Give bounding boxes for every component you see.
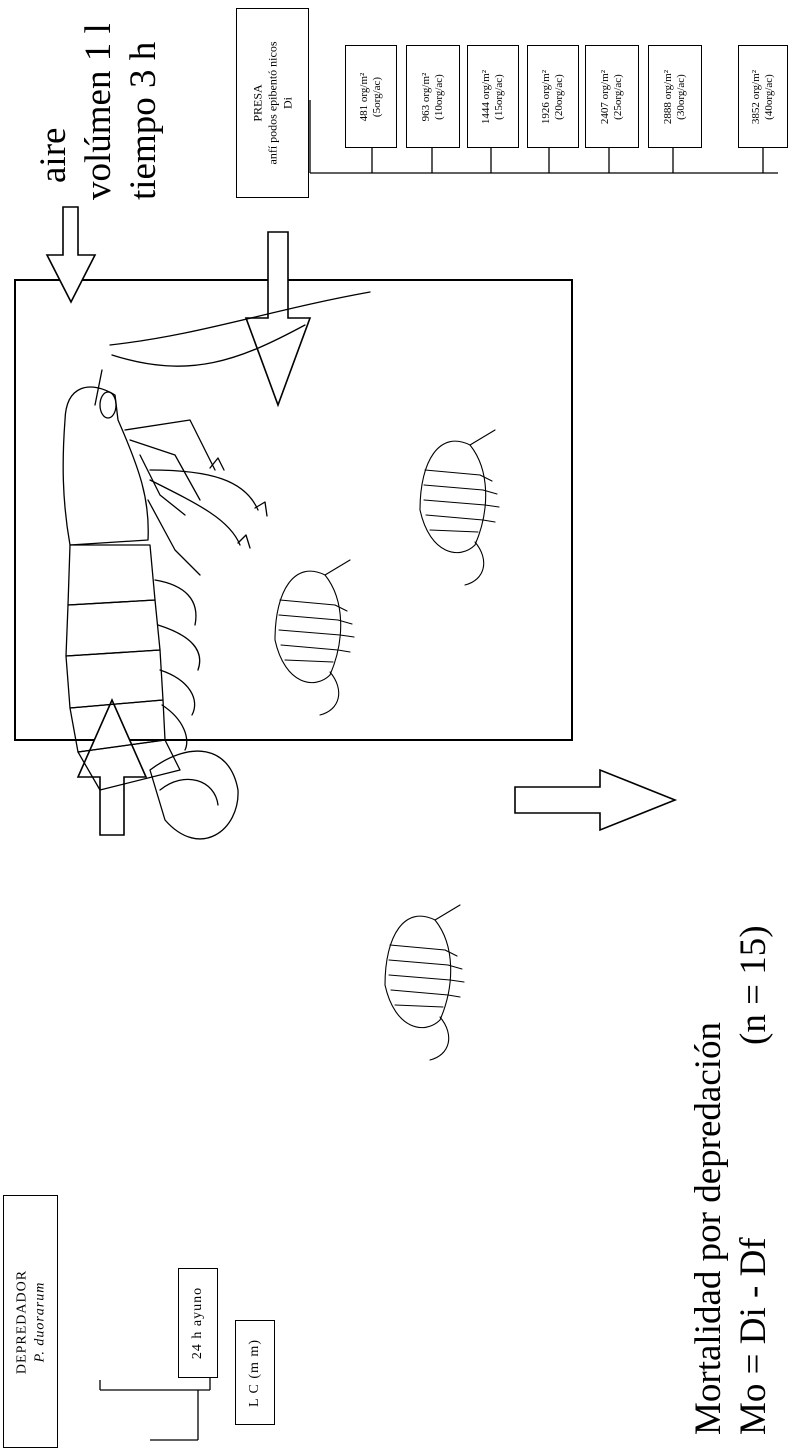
predator-box: DEPREDADOR P. duorarum — [3, 1195, 58, 1448]
per-container-value: (10org/ac) — [433, 72, 446, 121]
per-container-value: (20org/ac) — [553, 69, 566, 123]
prey-density-7: 3852 org/m²(40org/ac) — [738, 45, 788, 148]
per-container-value: (40org/ac) — [763, 69, 776, 123]
density-value: 2407 org/m² — [599, 69, 612, 123]
fasting-box: 24 h ayuno — [178, 1268, 218, 1378]
length-label: L C (m m) — [247, 1339, 263, 1407]
prey-density-6: 2888 org/m²(30org/ac) — [648, 45, 702, 148]
fasting-label: 24 h ayuno — [190, 1287, 206, 1359]
density-value: 481 org/m² — [358, 72, 371, 121]
prey-di: Di — [280, 42, 295, 165]
mortality-formula: Mo = Di - Df — [735, 1237, 772, 1435]
amphipod-drawing — [275, 430, 499, 1060]
predator-tree-lines — [100, 1378, 210, 1440]
density-value: 3852 org/m² — [750, 69, 763, 123]
air-label: aire — [35, 128, 72, 183]
predator-title: DEPREDADOR — [13, 1269, 31, 1373]
density-value: 1926 org/m² — [540, 69, 553, 123]
prey-density-3: 1444 org/m²(15org/ac) — [467, 45, 519, 148]
per-container-value: (15org/ac) — [493, 69, 506, 123]
prey-title: PRESA — [250, 42, 265, 165]
per-container-value: (5org/ac) — [371, 72, 384, 121]
time-label: tiempo 3 h — [125, 42, 162, 200]
volume-label: volúmen 1 l — [80, 23, 117, 200]
predator-species: P. duorarum — [31, 1269, 49, 1373]
mortality-label: Mortalidad por depredación — [690, 1022, 727, 1435]
per-container-value: (30org/ac) — [675, 69, 688, 123]
prey-density-4: 1926 org/m²(20org/ac) — [527, 45, 579, 148]
prey-density-2: 963 org/m²(10org/ac) — [406, 45, 460, 148]
prey-box: PRESA anfí podos epibentó nicos Di — [236, 8, 309, 198]
density-value: 1444 org/m² — [480, 69, 493, 123]
sample-size: (n = 15) — [735, 925, 772, 1045]
density-value: 963 org/m² — [420, 72, 433, 121]
prey-density-5: 2407 org/m²(25org/ac) — [585, 45, 639, 148]
density-value: 2888 org/m² — [662, 69, 675, 123]
per-container-value: (25org/ac) — [612, 69, 625, 123]
length-box: L C (m m) — [235, 1320, 275, 1425]
prey-density-1: 481 org/m²(5org/ac) — [345, 45, 397, 148]
prey-subtitle: anfí podos epibentó nicos — [265, 42, 280, 165]
